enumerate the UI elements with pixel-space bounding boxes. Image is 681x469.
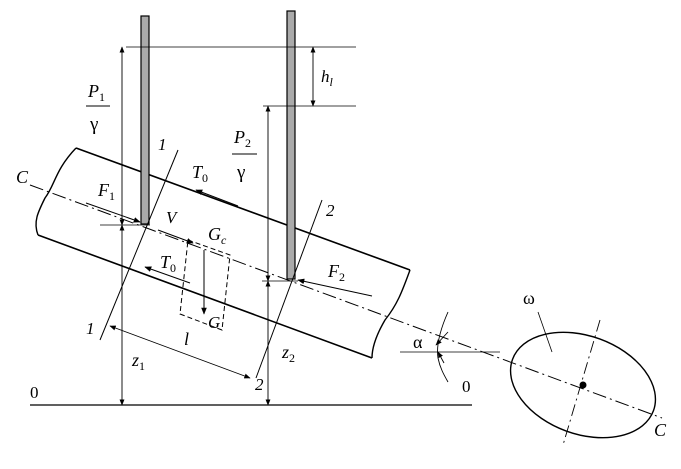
label-hl: hl <box>321 67 334 89</box>
length-dimension-arrow <box>109 325 251 379</box>
pipe-left-break <box>35 147 77 236</box>
t0-bottom-arrow <box>144 266 191 284</box>
label-gc: Gc <box>208 224 227 247</box>
label-datum-left: 0 <box>30 383 39 402</box>
piezometer-tube-1 <box>140 15 150 225</box>
label-v: V <box>166 208 179 227</box>
label-f2: F2 <box>327 261 345 284</box>
fluid-element <box>179 239 231 331</box>
omega-leader <box>537 311 553 353</box>
f2-arrow <box>297 278 373 297</box>
svg-text:γ: γ <box>236 162 245 183</box>
label-alpha: α <box>413 332 423 352</box>
label-c-left: C <box>16 167 29 187</box>
pipe-top-edge <box>75 147 411 271</box>
v-arrow <box>157 229 194 244</box>
t0-top-arrow <box>195 189 239 207</box>
pipe-right-break <box>371 269 411 359</box>
label-section-2-top: 2 <box>326 201 335 220</box>
alpha-arrow-up <box>435 331 449 346</box>
label-p2-over-gamma: P2 γ <box>232 127 257 183</box>
svg-text:P1: P1 <box>87 81 105 104</box>
label-c-right: C <box>654 420 667 440</box>
label-f1: F1 <box>97 180 115 203</box>
label-t0-bottom: T0 <box>160 252 176 275</box>
label-section-2-bottom: 2 <box>255 375 264 394</box>
svg-text:γ: γ <box>89 114 98 135</box>
section-line-1 <box>99 149 179 341</box>
label-z2: z2 <box>281 342 295 365</box>
label-length-l: l <box>184 329 189 349</box>
cross-section-ellipse <box>509 331 657 439</box>
section-line-2 <box>255 199 323 379</box>
alpha-arc <box>437 311 449 383</box>
label-section-1-top: 1 <box>158 135 167 154</box>
cross-section-center <box>579 381 587 389</box>
label-omega: ω <box>523 288 535 308</box>
label-z1: z1 <box>131 350 145 373</box>
label-g: G <box>208 313 220 332</box>
label-t0-top: T0 <box>192 162 208 185</box>
label-p1-over-gamma: P1 γ <box>86 81 110 135</box>
label-datum-right: 0 <box>462 377 471 396</box>
label-section-1-bottom: 1 <box>86 319 95 338</box>
svg-text:P2: P2 <box>233 127 251 150</box>
pipe-centerline <box>29 184 663 419</box>
piezometer-tube-2 <box>286 10 296 280</box>
f1-arrow <box>85 202 141 223</box>
pipe-bottom-edge <box>37 234 373 359</box>
alpha-arrow-down <box>437 351 445 364</box>
